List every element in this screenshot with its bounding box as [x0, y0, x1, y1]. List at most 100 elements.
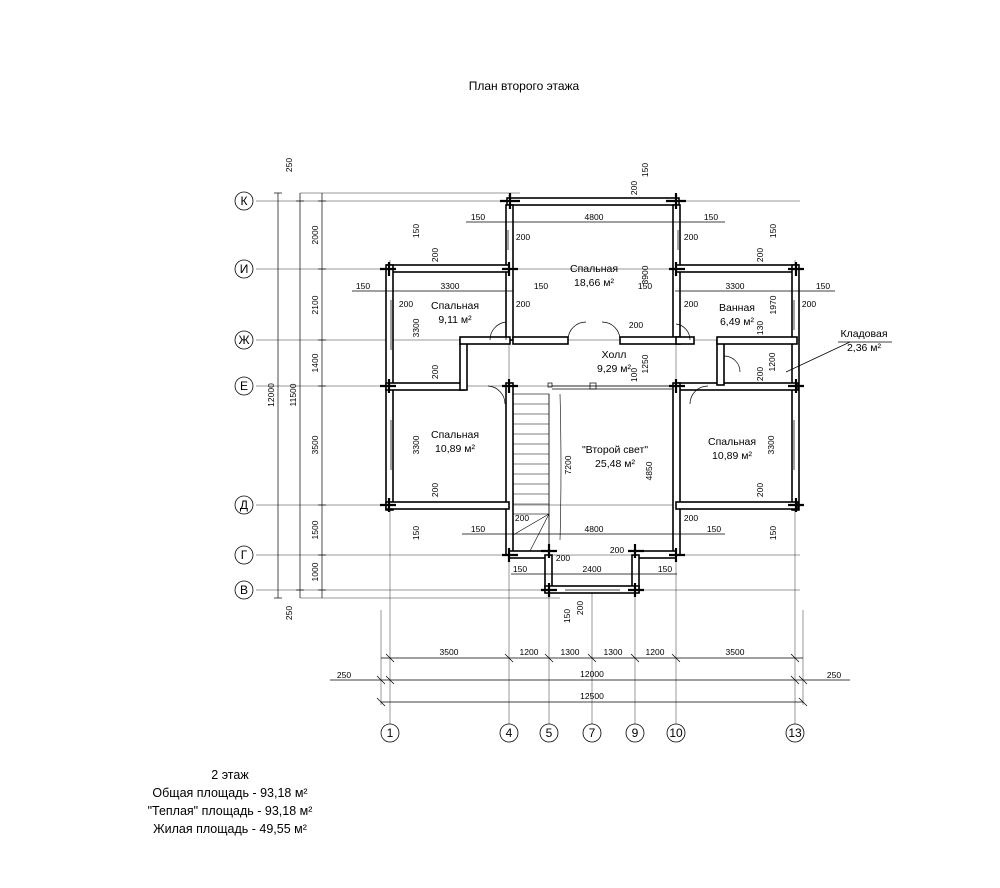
svg-text:1300: 1300	[604, 647, 623, 657]
storage-leader	[785, 341, 851, 373]
axis-row-d: Д	[240, 498, 248, 512]
svg-text:1400: 1400	[310, 353, 320, 372]
room-area: 10,89 м²	[435, 443, 475, 455]
svg-text:3300: 3300	[411, 318, 421, 337]
room-labels: Спальная 18,66 м² Спальная 9,11 м² Ванна…	[431, 263, 888, 470]
room-name: Холл	[602, 349, 627, 361]
summary-warm: "Теплая" площадь - 93,18 м²	[148, 804, 313, 818]
svg-text:200: 200	[755, 248, 765, 262]
svg-text:1250: 1250	[640, 354, 650, 373]
axis-row-k: К	[241, 194, 248, 208]
svg-text:1500: 1500	[310, 520, 320, 539]
axis-row-i: И	[240, 262, 249, 276]
log-corners	[380, 193, 804, 597]
svg-text:3300: 3300	[726, 281, 745, 291]
axis-col-7: 7	[589, 726, 596, 740]
room-area: 2,36 м²	[847, 342, 882, 354]
svg-text:3300: 3300	[766, 435, 776, 454]
staircase	[512, 393, 562, 552]
svg-text:250: 250	[284, 606, 294, 620]
svg-text:200: 200	[755, 367, 765, 381]
windows	[385, 230, 795, 591]
svg-text:12500: 12500	[580, 691, 604, 701]
svg-text:3300: 3300	[411, 435, 421, 454]
col-axis-bubbles: 1 4 5 7 9 10 13	[380, 723, 805, 743]
room-name: Спальная	[431, 429, 479, 441]
room-area: 18,66 м²	[574, 277, 614, 289]
svg-text:1200: 1200	[520, 647, 539, 657]
room-name: Спальная	[431, 300, 479, 312]
svg-text:2100: 2100	[310, 295, 320, 314]
svg-text:150: 150	[411, 526, 421, 540]
axis-col-4: 4	[506, 726, 513, 740]
svg-text:4850: 4850	[644, 461, 654, 480]
svg-text:150: 150	[638, 281, 652, 291]
svg-text:150: 150	[513, 564, 527, 574]
svg-text:250: 250	[284, 158, 294, 172]
svg-text:150: 150	[356, 281, 370, 291]
svg-text:200: 200	[430, 248, 440, 262]
svg-text:200: 200	[629, 320, 643, 330]
svg-text:150: 150	[471, 524, 485, 534]
svg-text:150: 150	[640, 163, 650, 177]
room-name: Спальная	[708, 436, 756, 448]
inner-dimensions: 4800 150 150 200 150 200 200 3300 3300 1…	[352, 163, 835, 623]
axis-col-10: 10	[669, 726, 683, 740]
svg-text:12000: 12000	[266, 383, 276, 407]
svg-text:150: 150	[658, 564, 672, 574]
svg-text:150: 150	[816, 281, 830, 291]
svg-text:1200: 1200	[646, 647, 665, 657]
svg-text:130: 130	[755, 321, 765, 335]
svg-text:3300: 3300	[441, 281, 460, 291]
room-area: 6,49 м²	[720, 316, 755, 328]
plan-title: План второго этажа	[469, 79, 580, 93]
svg-text:150: 150	[704, 212, 718, 222]
svg-text:3900: 3900	[640, 265, 650, 284]
svg-text:1970: 1970	[768, 295, 778, 314]
svg-text:100: 100	[629, 368, 639, 382]
svg-text:150: 150	[562, 609, 572, 623]
room-area: 10,89 м²	[712, 450, 752, 462]
svg-text:200: 200	[684, 232, 698, 242]
axis-row-e: Е	[240, 379, 248, 393]
svg-text:1000: 1000	[310, 562, 320, 581]
left-dimensions: 250 2000 2100 1400 3500 1500 1000 250 11…	[266, 158, 326, 620]
svg-text:4800: 4800	[585, 212, 604, 222]
axis-row-g: Г	[241, 548, 248, 562]
summary-total: Общая площадь - 93,18 м²	[152, 786, 307, 800]
svg-text:150: 150	[471, 212, 485, 222]
row-axis-bubbles: К И Ж Е Д Г В	[234, 191, 254, 600]
svg-text:150: 150	[768, 224, 778, 238]
svg-text:250: 250	[827, 670, 841, 680]
svg-text:200: 200	[556, 553, 570, 563]
svg-text:11500: 11500	[288, 383, 298, 406]
svg-text:3500: 3500	[310, 435, 320, 454]
svg-text:200: 200	[610, 545, 624, 555]
svg-text:200: 200	[684, 299, 698, 309]
axis-col-5: 5	[546, 726, 553, 740]
svg-text:4800: 4800	[585, 524, 604, 534]
room-area: 9,29 м²	[597, 363, 632, 375]
svg-text:1200: 1200	[767, 352, 777, 371]
axis-col-1: 1	[387, 726, 394, 740]
svg-text:150: 150	[768, 526, 778, 540]
svg-text:3500: 3500	[726, 647, 745, 657]
svg-text:250: 250	[337, 670, 351, 680]
svg-text:1300: 1300	[561, 647, 580, 657]
axis-col-9: 9	[632, 726, 639, 740]
svg-text:7200: 7200	[563, 455, 573, 474]
room-name: Спальная	[570, 263, 618, 275]
svg-text:150: 150	[411, 224, 421, 238]
doors	[487, 321, 741, 405]
axis-row-zh: Ж	[238, 333, 249, 347]
room-name: "Второй свет"	[582, 444, 648, 456]
svg-text:200: 200	[575, 601, 585, 615]
svg-text:200: 200	[516, 232, 530, 242]
svg-text:200: 200	[399, 299, 413, 309]
svg-text:200: 200	[516, 299, 530, 309]
svg-text:150: 150	[534, 281, 548, 291]
svg-text:200: 200	[629, 181, 639, 195]
svg-text:200: 200	[430, 365, 440, 379]
